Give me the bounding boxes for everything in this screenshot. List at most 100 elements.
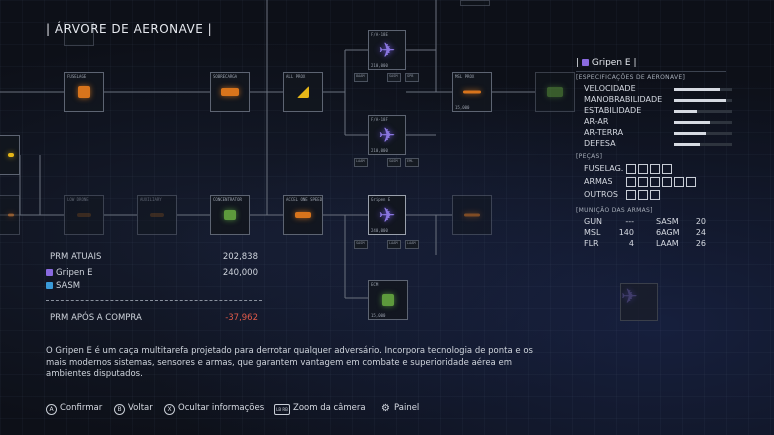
part-slot[interactable] bbox=[686, 177, 696, 187]
weapon-label: LAAM bbox=[389, 241, 398, 245]
part-category-label: ARMAS bbox=[584, 177, 613, 186]
part-slot[interactable] bbox=[662, 177, 672, 187]
tree-node-concentrator[interactable]: CONCENTRATOR bbox=[210, 195, 250, 235]
tree-node-top-right[interactable] bbox=[460, 0, 490, 6]
stat-bar-fill bbox=[674, 121, 710, 124]
weapon-slot[interactable]: SASM bbox=[354, 240, 368, 249]
ammo-value: 4 bbox=[628, 239, 634, 248]
tree-node-locked-2[interactable] bbox=[452, 195, 492, 235]
tree-node-ecm[interactable]: ECM 15,000 bbox=[368, 280, 408, 320]
tree-node-jet-gripen-e[interactable]: Gripen E ✈ 240,000 bbox=[368, 195, 406, 235]
ammo-label: LAAM bbox=[656, 239, 679, 248]
tree-node-all-prox[interactable]: ALL PROX bbox=[283, 72, 323, 112]
tree-node-top[interactable] bbox=[64, 22, 94, 46]
weapon-label: SASM bbox=[389, 159, 398, 163]
aircraft-name-text: Gripen E bbox=[591, 58, 631, 68]
part-slot[interactable] bbox=[626, 164, 636, 174]
part-slot[interactable] bbox=[626, 190, 636, 200]
ammo-value: 20 bbox=[695, 217, 706, 226]
node-cost: 210,000 bbox=[371, 148, 388, 153]
weapon-slot[interactable]: 8AAM bbox=[354, 73, 368, 82]
stat-label: DEFESA bbox=[584, 139, 616, 148]
aircraft-name: | Gripen E | bbox=[576, 58, 637, 68]
stat-bar-fill bbox=[674, 110, 698, 113]
weapon-slot[interactable]: SASM bbox=[387, 158, 401, 167]
node-label: F/A-18F bbox=[371, 117, 388, 122]
part-slot[interactable] bbox=[638, 190, 648, 200]
part-icon bbox=[382, 294, 394, 306]
tree-node-accel[interactable]: ACCEL ONE SPEED bbox=[283, 195, 323, 235]
prm-item-aircraft: Gripen E bbox=[46, 268, 93, 278]
part-slot[interactable] bbox=[650, 177, 660, 187]
aircraft-description: O Gripen E é um caça multitarefa projeta… bbox=[46, 346, 533, 379]
stat-bar-fill bbox=[674, 88, 721, 91]
ammo-label: FLR bbox=[584, 239, 599, 248]
page-title: | ÁRVORE DE AERONAVE | bbox=[46, 22, 213, 36]
tree-node-locked[interactable] bbox=[535, 72, 575, 112]
prm-item-weapon: SASM bbox=[46, 281, 80, 291]
title-text: ÁRVORE DE AERONAVE bbox=[54, 22, 204, 36]
weapon-slot[interactable]: LAAM bbox=[405, 240, 419, 249]
weapon-slot[interactable]: SASM bbox=[387, 73, 401, 82]
tree-node-jet-fa18e[interactable]: F/A-18E ✈ 210,000 bbox=[368, 30, 406, 70]
part-slot[interactable] bbox=[674, 177, 684, 187]
weapon-label: SASM bbox=[389, 74, 398, 78]
part-slot[interactable] bbox=[662, 164, 672, 174]
tree-node-jet-fa18f[interactable]: F/A-18F ✈ 210,000 bbox=[368, 115, 406, 155]
node-label: MSL PROX bbox=[455, 74, 475, 79]
tree-node-left-edge-2[interactable] bbox=[0, 195, 20, 235]
tree-node-msl-prox[interactable]: MSL PROX 15,000 bbox=[452, 72, 492, 112]
prm-current-label: PRM ATUAIS bbox=[50, 252, 102, 262]
locked-aircraft-preview[interactable]: ✈ bbox=[620, 283, 658, 321]
b-button-icon: B bbox=[114, 404, 125, 415]
stat-label: AR-TERRA bbox=[584, 128, 624, 137]
weapon-slot[interactable]: LAAM bbox=[354, 158, 368, 167]
part-icon bbox=[8, 213, 15, 217]
part-category-label: FUSELAG. bbox=[584, 164, 624, 173]
aircraft-icon: ✈ bbox=[378, 123, 396, 147]
prm-item1-value: 240,000 bbox=[222, 268, 258, 278]
weapon-slot[interactable]: GPB bbox=[405, 73, 419, 82]
ammo-label: MSL bbox=[584, 228, 601, 237]
bumper-icon: LB RB bbox=[274, 404, 290, 415]
aircraft-icon: ✈ bbox=[621, 284, 638, 308]
weapon-label: LAAM bbox=[407, 241, 416, 245]
node-label: ACCEL ONE SPEED bbox=[286, 197, 323, 202]
part-slot[interactable] bbox=[638, 164, 648, 174]
tree-node-fuselage[interactable]: FUSELAGE bbox=[64, 72, 104, 112]
aircraft-icon bbox=[581, 59, 589, 66]
node-cost: 15,000 bbox=[371, 313, 386, 318]
tree-node-left-edge[interactable] bbox=[0, 135, 20, 175]
node-label: ECM bbox=[371, 282, 379, 287]
tree-node-sobrecarga[interactable]: SOBRECARGA bbox=[210, 72, 250, 112]
ammo-label: SASM bbox=[656, 217, 679, 226]
panel-button[interactable]: ⚙Painel bbox=[380, 403, 419, 415]
panel-icon: ⚙ bbox=[381, 403, 390, 414]
stat-label: VELOCIDADE bbox=[584, 84, 636, 93]
tree-node-auxiliary[interactable]: AUXILIARY bbox=[137, 195, 177, 235]
node-label: F/A-18E bbox=[371, 32, 388, 37]
tree-node-low-drone[interactable]: LOW DRONE bbox=[64, 195, 104, 235]
stat-label: MANOBRABILIDADE bbox=[584, 95, 663, 104]
part-icon bbox=[463, 90, 481, 94]
parts-header-text: PEÇAS bbox=[578, 153, 600, 160]
weapon-slot[interactable]: EML bbox=[405, 158, 419, 167]
back-label: Voltar bbox=[128, 403, 153, 413]
part-slot[interactable] bbox=[638, 177, 648, 187]
part-icon bbox=[221, 88, 239, 96]
part-slot[interactable] bbox=[626, 177, 636, 187]
node-cost: 210,000 bbox=[371, 63, 388, 68]
stat-bar bbox=[674, 143, 732, 146]
part-slot[interactable] bbox=[650, 190, 660, 200]
camera-zoom-label: Zoom da câmera bbox=[293, 403, 366, 413]
part-slot[interactable] bbox=[650, 164, 660, 174]
ammo-value: 140 bbox=[618, 228, 634, 237]
stat-bar bbox=[674, 132, 732, 135]
node-label: SOBRECARGA bbox=[213, 74, 238, 79]
weapon-slot[interactable]: LAAM bbox=[387, 240, 401, 249]
